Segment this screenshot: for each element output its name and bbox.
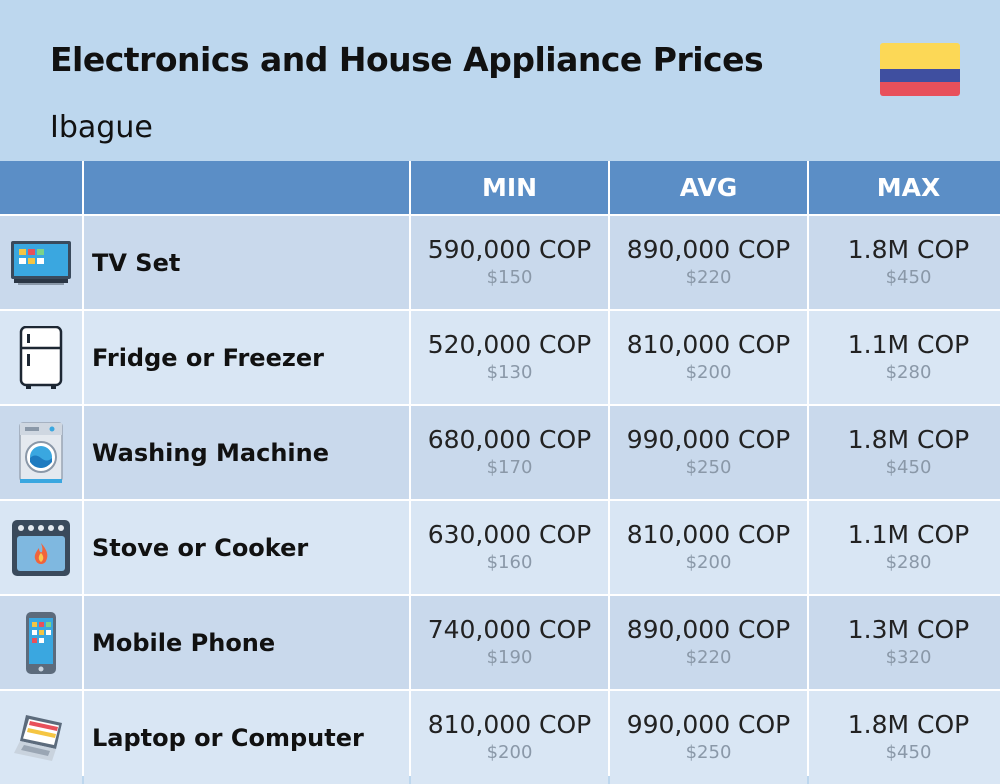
- avg-price-usd: $200: [685, 551, 732, 573]
- tv-icon: [11, 240, 71, 285]
- table-row-icon-cell: [0, 311, 82, 404]
- max-price-cell: 1.8M COP$450: [809, 216, 1000, 309]
- max-price-usd: $280: [885, 551, 932, 573]
- avg-price-usd: $200: [685, 361, 732, 383]
- min-price-cell: 590,000 COP$150: [411, 216, 608, 309]
- min-price-cop: 810,000 COP: [427, 709, 592, 739]
- max-price-usd: $320: [885, 646, 932, 668]
- max-price-usd: $450: [885, 456, 932, 478]
- max-price-usd: $450: [885, 741, 932, 763]
- avg-price-cop: 890,000 COP: [626, 614, 791, 644]
- laptop-icon: [14, 714, 62, 761]
- max-price-cop: 1.8M COP: [847, 709, 970, 739]
- page-title: Electronics and House Appliance Prices: [50, 40, 764, 79]
- table-row-icon-cell: [0, 596, 82, 689]
- min-price-usd: $130: [486, 361, 533, 383]
- header-min: MIN: [411, 161, 608, 214]
- avg-price-cell: 810,000 COP$200: [610, 311, 807, 404]
- table-row-icon-cell: [0, 501, 82, 594]
- min-price-usd: $190: [486, 646, 533, 668]
- item-name: Mobile Phone: [84, 596, 409, 689]
- min-price-cop: 520,000 COP: [427, 329, 592, 359]
- avg-price-cop: 810,000 COP: [626, 519, 791, 549]
- avg-price-cell: 990,000 COP$250: [610, 691, 807, 784]
- header-item-column: [84, 161, 409, 214]
- item-name: TV Set: [84, 216, 409, 309]
- max-price-cell: 1.8M COP$450: [809, 406, 1000, 499]
- min-price-cell: 740,000 COP$190: [411, 596, 608, 689]
- stove-icon: [12, 519, 70, 576]
- header-icon-column: [0, 161, 82, 214]
- avg-price-cell: 810,000 COP$200: [610, 501, 807, 594]
- avg-price-cop: 990,000 COP: [626, 709, 791, 739]
- max-price-cop: 1.8M COP: [847, 234, 970, 264]
- min-price-usd: $200: [486, 741, 533, 763]
- avg-price-usd: $220: [685, 646, 732, 668]
- mobile-phone-icon: [26, 611, 56, 674]
- max-price-cop: 1.3M COP: [847, 614, 970, 644]
- min-price-cop: 590,000 COP: [427, 234, 592, 264]
- max-price-cop: 1.1M COP: [847, 329, 970, 359]
- avg-price-cell: 890,000 COP$220: [610, 596, 807, 689]
- table-row-icon-cell: [0, 691, 82, 784]
- avg-price-usd: $250: [685, 456, 732, 478]
- max-price-cell: 1.1M COP$280: [809, 311, 1000, 404]
- avg-price-cop: 990,000 COP: [626, 424, 791, 454]
- min-price-cop: 630,000 COP: [427, 519, 592, 549]
- max-price-cell: 1.3M COP$320: [809, 596, 1000, 689]
- min-price-cell: 520,000 COP$130: [411, 311, 608, 404]
- table-row-icon-cell: [0, 406, 82, 499]
- max-price-cell: 1.1M COP$280: [809, 501, 1000, 594]
- item-name: Stove or Cooker: [84, 501, 409, 594]
- max-price-cop: 1.1M COP: [847, 519, 970, 549]
- header-avg: AVG: [610, 161, 807, 214]
- avg-price-cell: 890,000 COP$220: [610, 216, 807, 309]
- min-price-cell: 680,000 COP$170: [411, 406, 608, 499]
- avg-price-cell: 990,000 COP$250: [610, 406, 807, 499]
- avg-price-usd: $220: [685, 266, 732, 288]
- item-name: Laptop or Computer: [84, 691, 409, 784]
- max-price-cell: 1.8M COP$450: [809, 691, 1000, 784]
- min-price-usd: $150: [486, 266, 533, 288]
- washing-machine-icon: [19, 421, 63, 483]
- city-subtitle: Ibague: [50, 110, 153, 145]
- avg-price-cop: 810,000 COP: [626, 329, 791, 359]
- min-price-cell: 810,000 COP$200: [411, 691, 608, 784]
- max-price-usd: $280: [885, 361, 932, 383]
- min-price-cell: 630,000 COP$160: [411, 501, 608, 594]
- avg-price-cop: 890,000 COP: [626, 234, 791, 264]
- fridge-icon: [19, 325, 63, 389]
- min-price-cop: 680,000 COP: [427, 424, 592, 454]
- max-price-cop: 1.8M COP: [847, 424, 970, 454]
- table-row-icon-cell: [0, 216, 82, 309]
- price-table: MIN AVG MAX TV Set 590,000 COP$150 890,0…: [0, 161, 1000, 784]
- avg-price-usd: $250: [685, 741, 732, 763]
- item-name: Fridge or Freezer: [84, 311, 409, 404]
- item-name: Washing Machine: [84, 406, 409, 499]
- min-price-cop: 740,000 COP: [427, 614, 592, 644]
- colombia-flag-icon: [880, 43, 960, 96]
- min-price-usd: $160: [486, 551, 533, 573]
- min-price-usd: $170: [486, 456, 533, 478]
- max-price-usd: $450: [885, 266, 932, 288]
- header-max: MAX: [809, 161, 1000, 214]
